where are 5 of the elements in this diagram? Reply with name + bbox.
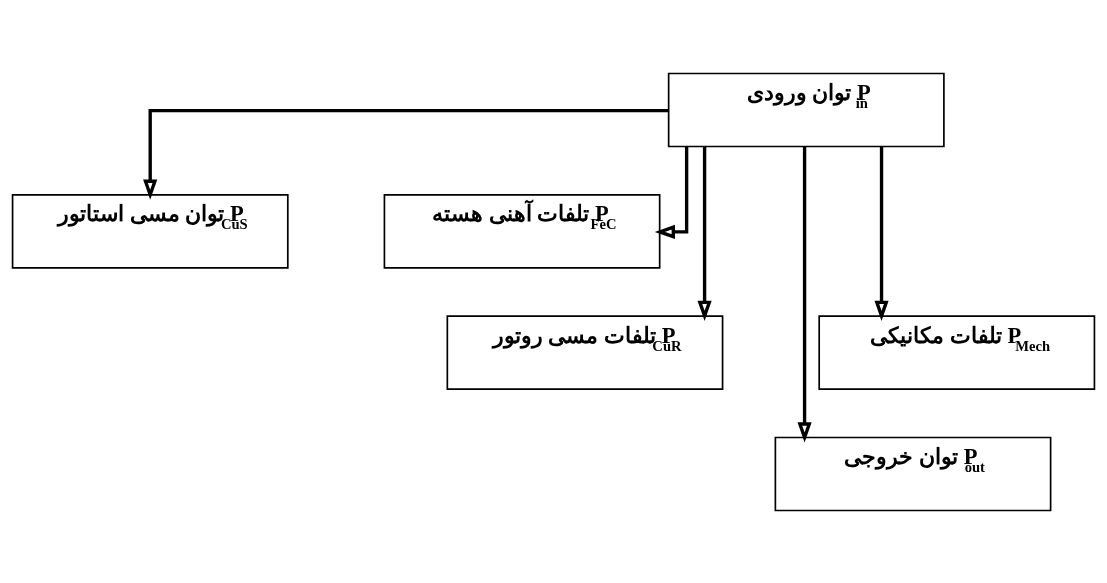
arrow bbox=[143, 108, 669, 200]
arrow bbox=[797, 146, 812, 443]
arrow bbox=[697, 146, 712, 321]
arrow bbox=[874, 146, 889, 321]
arrow bbox=[654, 146, 689, 239]
